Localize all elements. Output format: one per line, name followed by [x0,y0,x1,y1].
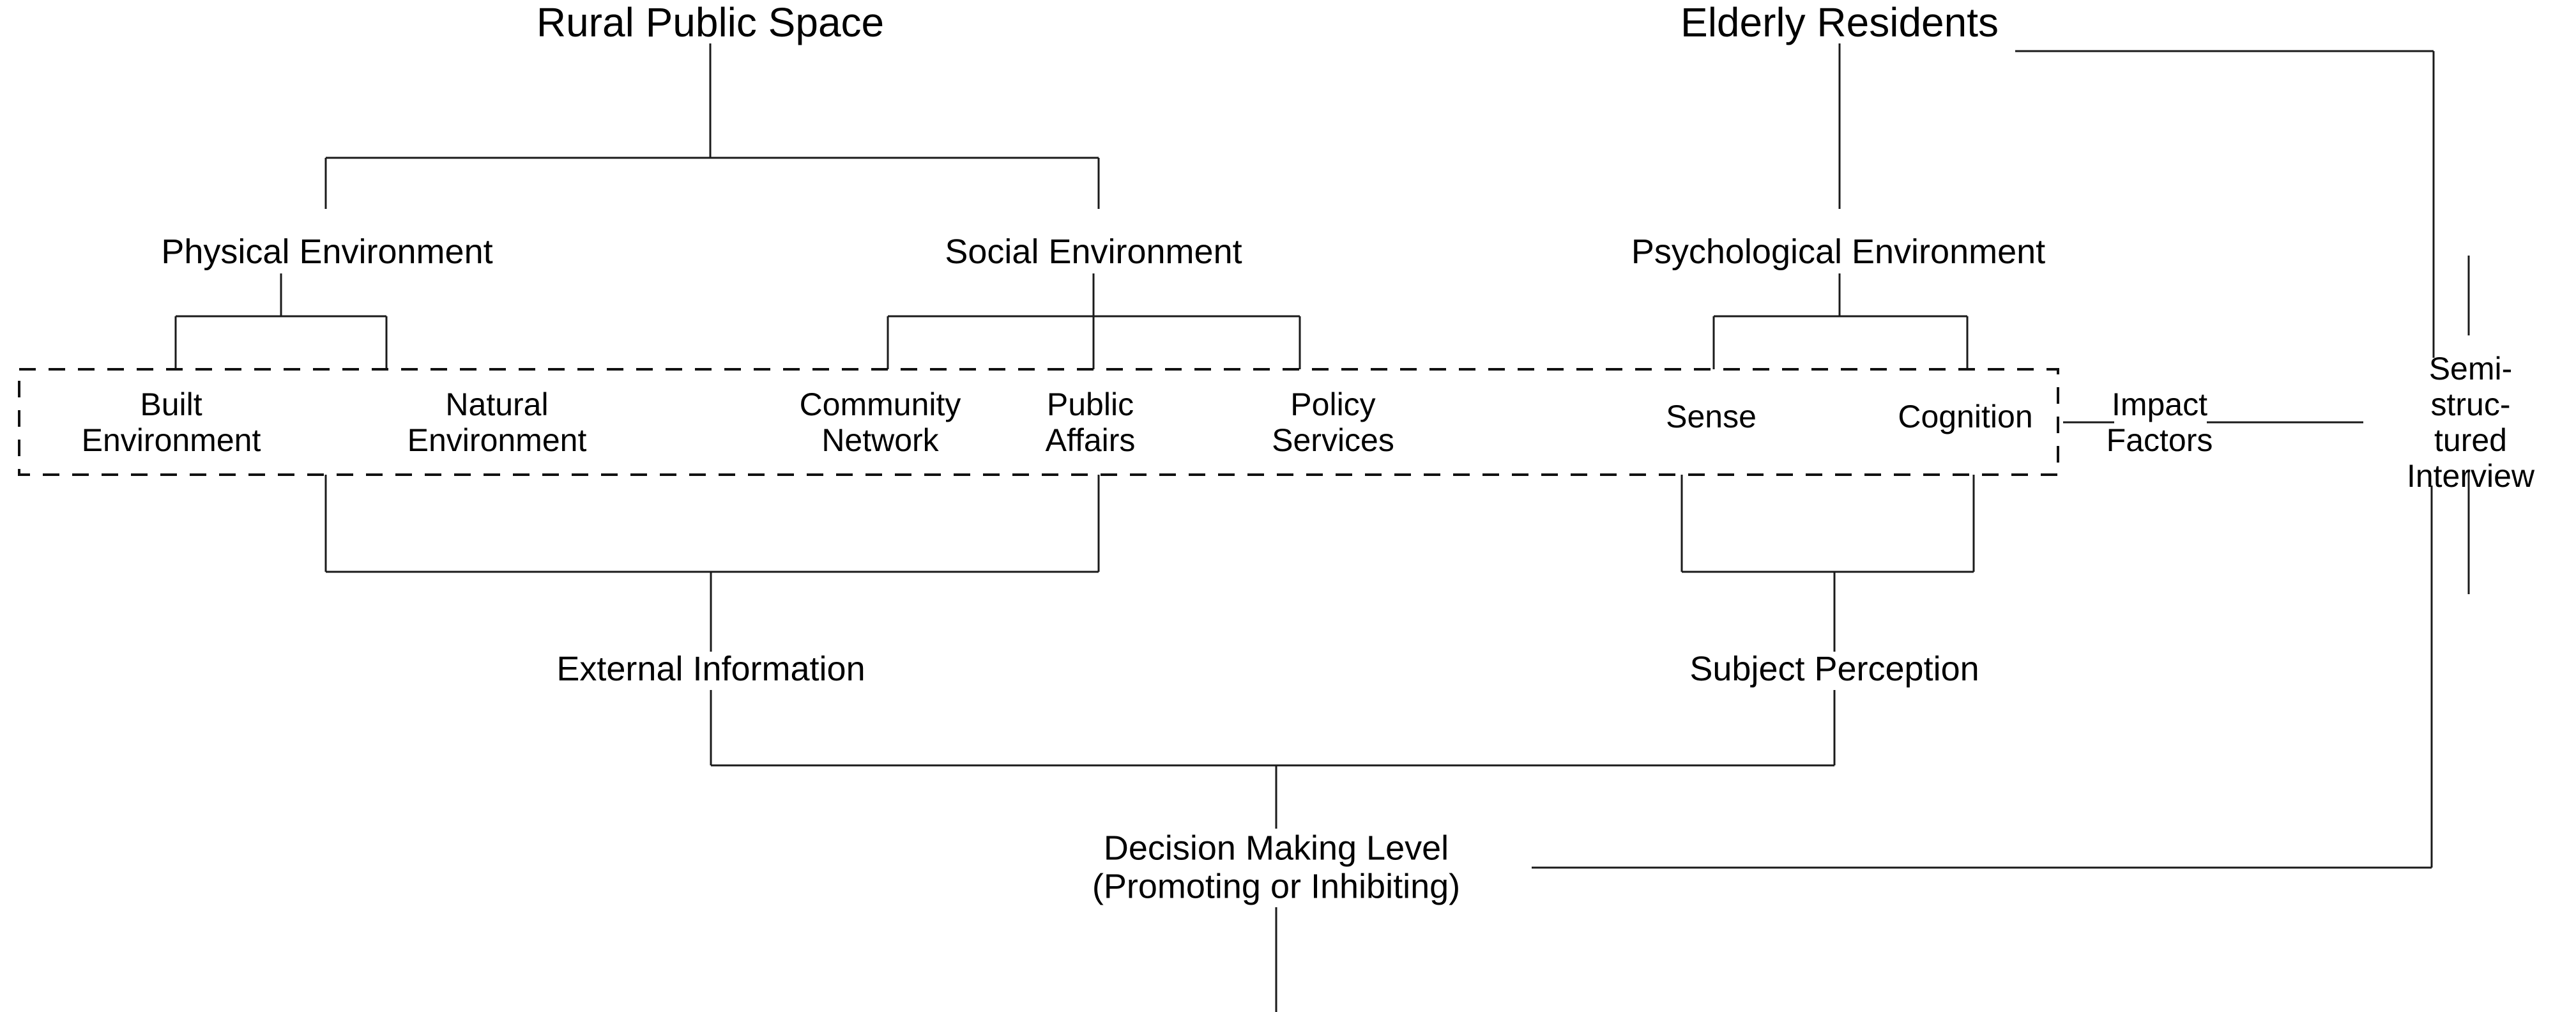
node-semi-structured-interview: Semi-struc- tured Interview [2406,351,2535,494]
node-built-environment: Built Environment [81,387,261,458]
node-rural-public-space: Rural Public Space [536,0,885,46]
node-community-network: Community Network [799,387,961,458]
node-elderly-residents: Elderly Residents [1680,0,1999,46]
node-social-environment: Social Environment [945,232,1242,271]
node-external-information: External Information [556,649,865,688]
node-impact-factors: Impact Factors [2106,387,2213,458]
node-subject-perception: Subject Perception [1689,649,1979,688]
node-decision-making-level: Decision Making Level (Promoting or Inhi… [1092,829,1461,906]
node-physical-environment: Physical Environment [161,232,493,271]
impact-factors-dashed-box [18,368,2059,476]
node-sense: Sense [1666,399,1757,434]
node-policy-services: Policy Services [1272,387,1394,458]
node-psychological-environment: Psychological Environment [1631,232,2046,271]
node-natural-environment: Natural Environment [407,387,587,458]
node-cognition: Cognition [1898,399,2033,434]
node-public-affairs: Public Affairs [1045,387,1136,458]
